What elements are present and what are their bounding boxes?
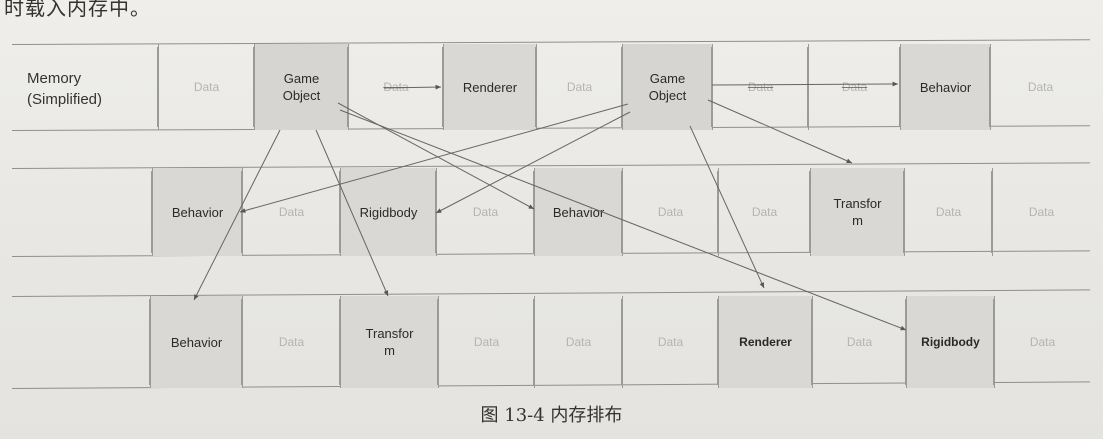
row3-cell-5-data: Data	[534, 296, 622, 388]
row2-cell-1-behavior: Behavior	[152, 168, 242, 256]
row2-cell-5-behavior: Behavior	[534, 168, 622, 256]
row3-cell-label: Renderer	[739, 334, 792, 349]
row3-cell-label: Behavior	[170, 334, 223, 350]
row2-cell-label: Data	[657, 204, 684, 219]
row2-cell-7-data: Data	[718, 168, 810, 256]
row1-cell-label: Data	[566, 79, 593, 94]
row2-cell-label: Data	[1028, 204, 1055, 219]
row3-cell-10-data: Data	[994, 296, 1090, 388]
row1-cell-6-game-object: Game Object	[622, 44, 712, 130]
row3-cell-label: Data	[657, 334, 684, 349]
row3-cell-label: Data	[278, 334, 305, 349]
row1-cell-label: Behavior	[919, 79, 972, 95]
top-text: 时载入内存中。	[4, 0, 151, 20]
row3-cell-2-data: Data	[242, 296, 340, 388]
row2-cell-label: Rigidbody	[359, 204, 418, 220]
arrow-go2-to-behavior-r2	[239, 103, 629, 213]
row1-cell-label: Game Object	[282, 71, 321, 103]
arrow-go2-to-renderer-r3	[689, 125, 765, 289]
arrow-go2-to-rigidbody-r2	[435, 111, 631, 214]
row3-cell-4-data: Data	[438, 296, 534, 388]
row3-cell-1-behavior: Behavior	[150, 296, 242, 388]
row1-cell-1-data: Data	[158, 44, 254, 130]
row1-cell-10-data: Data	[990, 44, 1090, 130]
row3-cell-label: Data	[1029, 334, 1056, 349]
row1-cell-label: Data	[841, 79, 868, 94]
memory-label: Memory (Simplified)	[27, 70, 103, 108]
row3-cell-label: Transfor m	[365, 326, 414, 358]
arrow-go2-to-transform-r2	[707, 99, 853, 164]
row1-cell-8-data: Data	[808, 44, 900, 130]
row3-cell-9-rigidbody: Rigidbody	[906, 296, 994, 388]
row2-cell-8-transfor-m: Transfor m	[810, 168, 904, 256]
row1-cell-label: Renderer	[462, 79, 518, 95]
row1-cell-5-data: Data	[536, 44, 622, 130]
row2-cell-label: Data	[278, 204, 305, 219]
row3-cell-label: Data	[565, 334, 592, 349]
arrow-go1-to-rigidbody-r3	[339, 109, 907, 331]
row2-cell-label: Transfor m	[833, 196, 882, 228]
row2-cell-label: Data	[935, 204, 962, 219]
arrow-go1-to-behavior-r3	[193, 129, 281, 301]
row3-cell-label: Rigidbody	[921, 334, 980, 349]
row3-cell-label: Data	[846, 334, 873, 349]
arrow-go1-to-transform-r3	[315, 129, 389, 297]
row1-cell-label: Data	[1027, 79, 1054, 94]
row2-cell-label: Behavior	[171, 204, 224, 220]
row1-cell-label: Data	[193, 79, 220, 94]
row1-cell-9-behavior: Behavior	[900, 44, 990, 130]
row1-cell-7-data: Data	[712, 44, 808, 130]
arrow-go1-to-behavior-r2	[337, 102, 535, 210]
row3-cell-3-transfor-m: Transfor m	[340, 296, 438, 388]
row1-cell-2-game-object: Game Object	[254, 44, 348, 130]
row2-cell-label: Data	[472, 204, 499, 219]
row2-cell-9-data: Data	[904, 168, 992, 256]
row2-cell-10-data: Data	[992, 168, 1090, 256]
figure-caption: 图 13-4 内存排布	[480, 405, 623, 426]
arrow-row1-data-to-behavior	[711, 81, 899, 87]
row2-cell-6-data: Data	[622, 168, 718, 256]
row3-cell-6-data: Data	[622, 296, 718, 388]
row3-cell-7-renderer: Renderer	[718, 296, 812, 388]
row1-cell-4-renderer: Renderer	[443, 44, 536, 130]
row2-cell-label: Behavior	[552, 204, 605, 220]
row1-cell-label: Data	[747, 79, 774, 94]
row1-cell-label: Game Object	[648, 71, 687, 103]
row2-cell-label: Data	[751, 204, 778, 219]
row2-cell-3-rigidbody: Rigidbody	[340, 168, 436, 256]
row1-cell-3-data: Data	[348, 44, 443, 130]
arrow-row1-data-to-renderer	[383, 84, 442, 90]
row3-cell-8-data: Data	[812, 296, 906, 388]
row3-cell-label: Data	[473, 334, 500, 349]
row1-cell-label: Data	[383, 79, 409, 94]
